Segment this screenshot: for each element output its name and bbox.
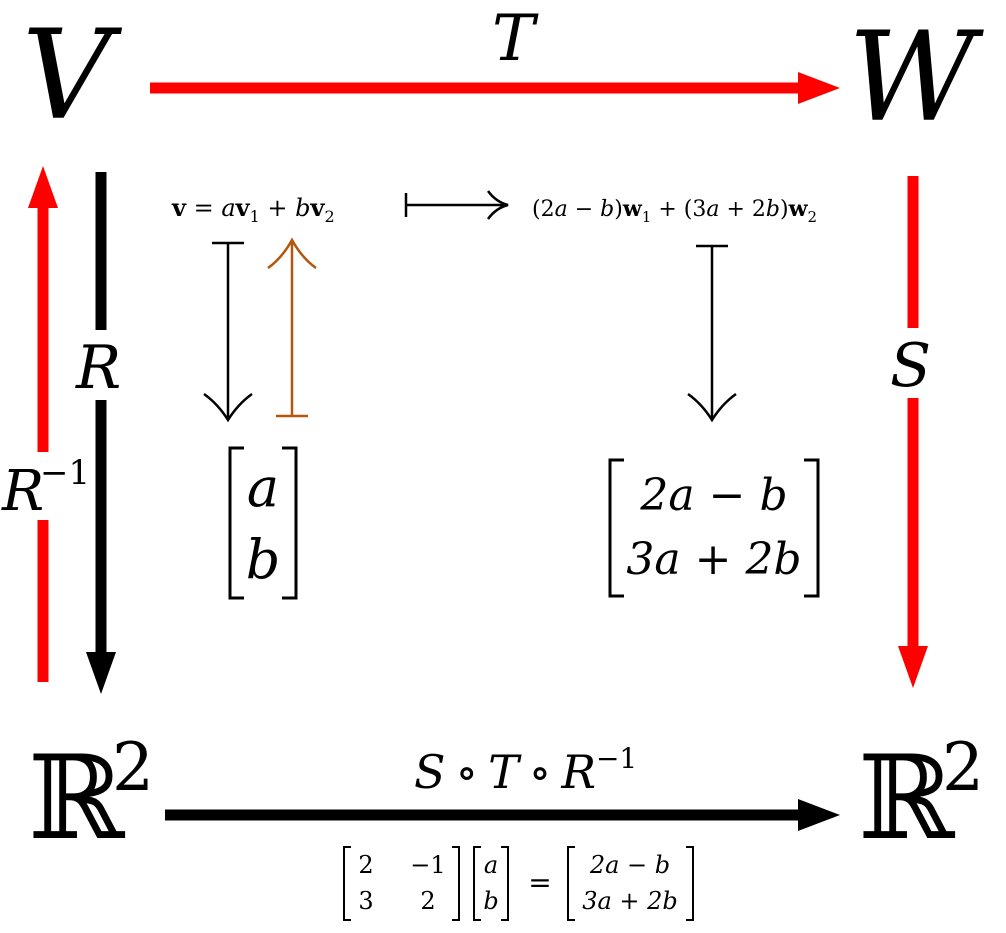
node-R2-left: ℝ 2 (28, 729, 154, 866)
matrix-result-row2: 3a + 2b (582, 887, 678, 915)
matrix-m21: 3 (358, 887, 373, 915)
expr-v-decomposition: v = av1 + bv2 (171, 193, 335, 226)
mapsto-arrow-right-down (687, 244, 737, 423)
matrix-result-row1: 2a − b (589, 851, 670, 879)
matrix-vec-a: a (484, 851, 498, 879)
expr-T-image: (2a − b)w1 + (3a + 2b)w2 (532, 196, 817, 226)
label-R-inverse-exponent: −1 (40, 453, 90, 493)
node-R2-left-base: ℝ (28, 731, 126, 866)
mapsto-arrow-top (404, 190, 509, 220)
label-T: T (492, 2, 539, 76)
matrix-m12: −1 (410, 851, 445, 879)
mapsto-arrow-left-up (267, 237, 317, 418)
label-composite: S∘T∘R−1 (414, 742, 637, 799)
vector-result-row2: 3a + 2b (626, 534, 801, 585)
label-S: S (890, 331, 931, 401)
vector-ab-row2: b (246, 528, 281, 591)
node-V: V (22, 4, 123, 148)
node-W: W (848, 6, 984, 150)
arrow-R-inverse (28, 166, 58, 682)
matrix-equals: = (528, 866, 551, 899)
label-R-inverse: R −1 (1, 453, 90, 524)
label-R-inverse-base: R (1, 459, 44, 524)
arrow-composite (165, 799, 840, 831)
node-R2-right-exponent: 2 (942, 729, 984, 806)
vector-result-row1: 2a − b (639, 470, 787, 521)
node-R2-left-exponent: 2 (112, 729, 154, 806)
matrix-vec-b: b (483, 887, 498, 915)
matrix-m22: 2 (420, 887, 435, 915)
column-vector-ab: a b (228, 446, 298, 600)
mapsto-arrow-left-down (203, 241, 253, 423)
label-R: R (75, 333, 121, 403)
column-vector-result: 2a − b 3a + 2b (608, 458, 820, 598)
node-R2-right: ℝ 2 (858, 729, 984, 866)
node-R2-right-base: ℝ (858, 731, 956, 866)
vector-ab-row1: a (247, 456, 279, 519)
arrow-T (150, 72, 840, 104)
arrow-R (86, 172, 116, 694)
matrix-m11: 2 (358, 851, 373, 879)
arrow-S (898, 176, 928, 688)
matrix-equation: 2 −1 3 2 a b = 2a − b 3a + 2b (343, 846, 694, 921)
